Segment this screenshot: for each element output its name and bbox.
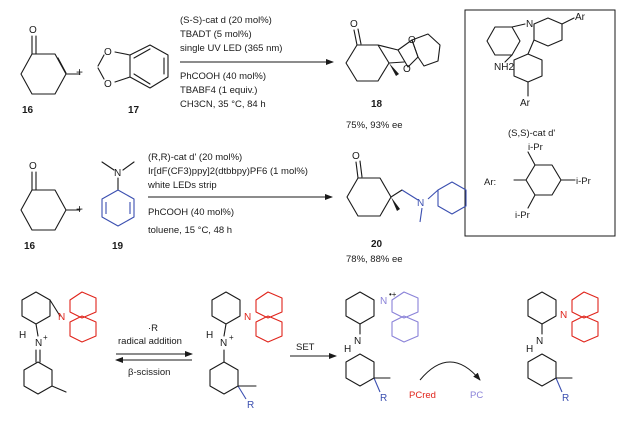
svg-text:•+: •+ — [389, 290, 397, 299]
svg-text:O: O — [104, 79, 112, 90]
label-16-top: 16 — [22, 105, 34, 116]
radical-cation-intermediate: H N + R N — [206, 291, 283, 411]
compound-19: N — [101, 161, 135, 227]
enamine-product: H N R N — [526, 291, 599, 404]
svg-text:N: N — [526, 19, 533, 30]
cond2-line5: toluene, 15 °C, 48 h — [148, 225, 232, 236]
label-18: 18 — [371, 99, 383, 110]
set-label: SET — [296, 342, 315, 353]
ar-group: i-Pr i-Pr i-Pr — [513, 142, 591, 221]
cond1-line1: (S-S)-cat d (20 mol%) — [180, 15, 272, 26]
svg-text:+: + — [229, 333, 234, 342]
radical-addition-label: radical addition — [118, 336, 182, 347]
radical-r: ·R — [148, 323, 158, 334]
iminium-intermediate: H N + N — [19, 291, 97, 395]
label-17: 17 — [128, 105, 140, 116]
svg-text:O: O — [408, 35, 416, 46]
catalyst-box — [464, 9, 616, 237]
svg-text:O: O — [352, 151, 360, 162]
cond2-line4: PhCOOH (40 mol%) — [148, 207, 234, 218]
pc-cycle: PCred PC — [409, 361, 483, 401]
svg-text:H: H — [206, 330, 213, 341]
compound-20: O N — [346, 151, 467, 223]
radical-addition-arrows: ·R radical addition β-scission — [115, 323, 193, 378]
svg-text:N: N — [114, 168, 121, 179]
svg-text:N: N — [560, 310, 567, 321]
svg-text:O: O — [104, 47, 112, 58]
ar-definition: Ar: — [484, 177, 496, 188]
enamine-radical-cation: H N R N •+ — [344, 290, 419, 404]
svg-text:N: N — [35, 338, 42, 349]
ipr-right: i-Pr — [576, 176, 591, 187]
svg-text:O: O — [350, 19, 358, 30]
svg-text:O: O — [29, 25, 37, 36]
cond2-line2: Ir[dF(CF3)ppy]2(dtbbpy)PF6 (1 mol%) — [148, 166, 308, 177]
pc-curved-arrow — [419, 361, 481, 381]
svg-text:N: N — [220, 338, 227, 349]
cond2-line3: white LEDs strip — [147, 180, 217, 191]
label-16-middle: 16 — [24, 241, 36, 252]
svg-text:H: H — [344, 344, 351, 355]
cond2-line1: (R,R)-cat d' (20 mol%) — [148, 152, 242, 163]
compound-16-top: O — [20, 25, 81, 95]
cond1-line2: TBADT (5 mol%) — [180, 29, 252, 40]
cat-nh2: NH2 — [494, 62, 514, 73]
label-20: 20 — [371, 239, 383, 250]
r-group-3: R — [562, 393, 569, 404]
svg-text:N: N — [536, 336, 543, 347]
catalyst-label: (S,S)-cat d' — [508, 128, 555, 139]
conditions-reaction1: (S-S)-cat d (20 mol%) TBADT (5 mol%) sin… — [180, 15, 334, 110]
pc-label: PC — [470, 390, 483, 401]
plus-2: + — [76, 202, 83, 216]
svg-text:N: N — [354, 336, 361, 347]
svg-text:N: N — [58, 312, 65, 323]
cond1-line3: single UV LED (365 nm) — [180, 43, 282, 54]
catalyst-structure: N NH2 Ar Ar — [486, 12, 586, 109]
label-19: 19 — [112, 241, 124, 252]
ipr-top: i-Pr — [528, 142, 543, 153]
yield-20: 78%, 88% ee — [346, 254, 403, 265]
compound-16-middle: O — [20, 161, 81, 231]
svg-text:H: H — [526, 344, 533, 355]
yield-18: 75%, 93% ee — [346, 120, 403, 131]
svg-text:O: O — [403, 64, 411, 75]
svg-text:O: O — [29, 161, 37, 172]
set-arrow-group: SET — [290, 342, 337, 359]
plus-1: + — [76, 65, 83, 79]
compound-18: O O O — [345, 19, 441, 82]
svg-text:N: N — [244, 312, 251, 323]
cat-ar-bottom: Ar — [520, 98, 531, 109]
ipr-bottom: i-Pr — [515, 210, 530, 221]
svg-text:N: N — [417, 198, 424, 209]
svg-text:H: H — [19, 330, 26, 341]
svg-text:N: N — [380, 296, 387, 307]
cond1-line4: PhCOOH (40 mol%) — [180, 71, 266, 82]
pc-red-label: PCred — [409, 390, 436, 401]
cond1-line5: TBABF4 (1 equiv.) — [180, 85, 257, 96]
cond1-line6: CH3CN, 35 °C, 84 h — [180, 99, 266, 110]
svg-text:+: + — [43, 333, 48, 342]
beta-scission-label: β-scission — [128, 367, 170, 378]
compound-17: O O — [97, 44, 169, 90]
conditions-reaction2: (R,R)-cat d' (20 mol%) Ir[dF(CF3)ppy]2(d… — [147, 152, 333, 236]
r-group-2: R — [380, 393, 387, 404]
cat-ar-top: Ar — [575, 12, 586, 23]
r-group-1: R — [247, 400, 254, 411]
